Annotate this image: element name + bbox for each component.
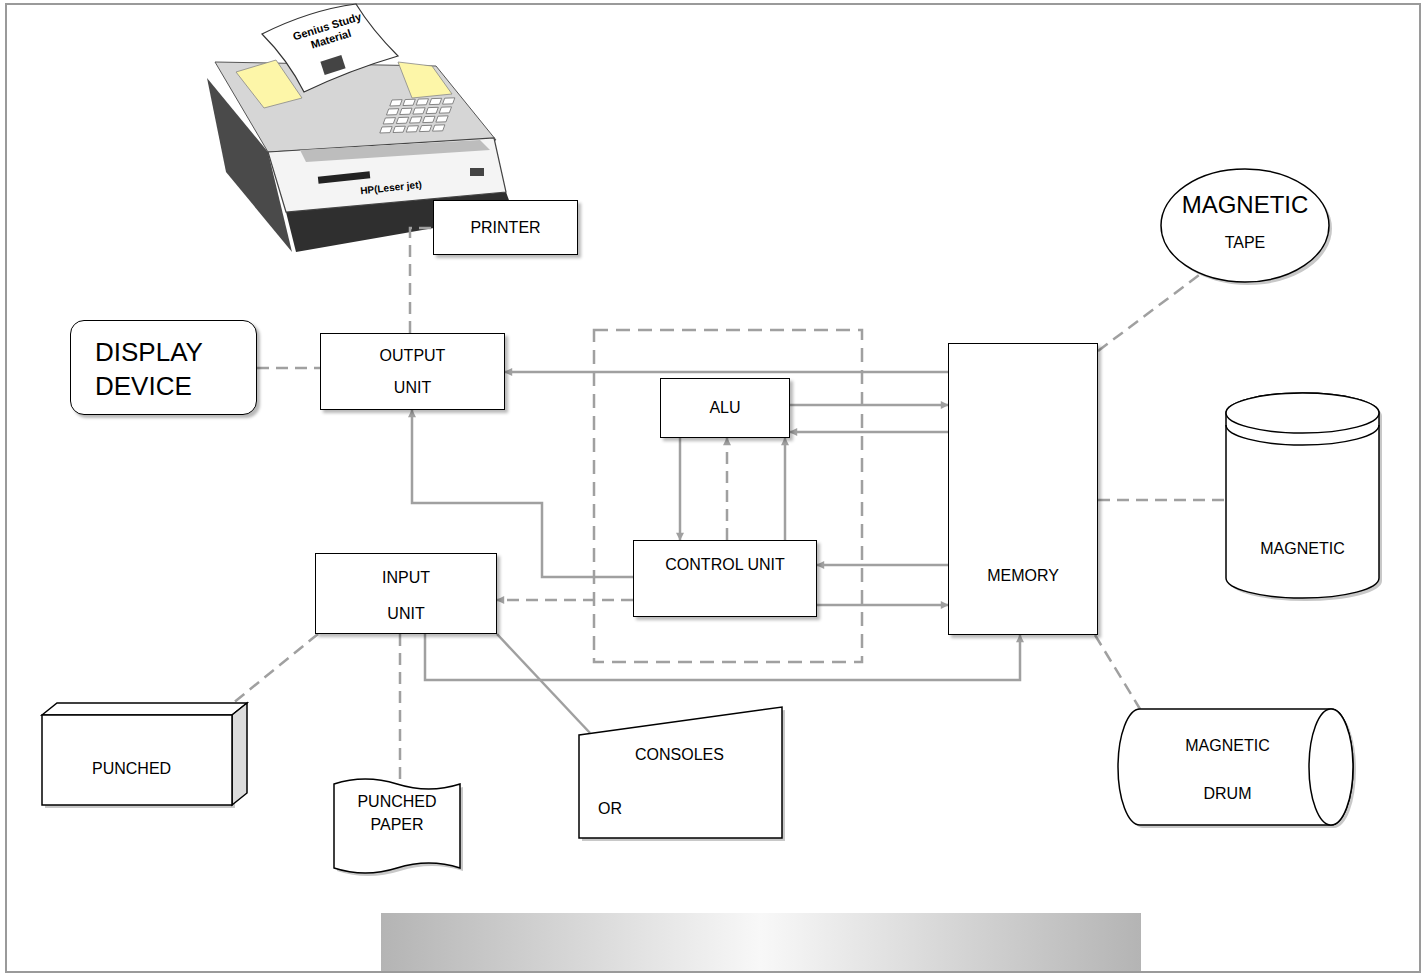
connector-line	[497, 634, 590, 733]
storage-ellipse: MAGNETICTAPE	[1160, 168, 1330, 283]
node-text: ALU	[709, 398, 740, 418]
connector-line	[497, 599, 633, 602]
node-text: DISPLAY DEVICE	[95, 335, 245, 403]
node-text: PUNCHED PAPER	[352, 790, 442, 836]
paper-logo	[320, 55, 345, 75]
unit-box: OUTPUT UNIT	[320, 333, 505, 410]
connector-line	[399, 634, 402, 784]
cylinder-top	[1226, 393, 1379, 433]
drum-body	[1118, 709, 1353, 825]
node-text: CONSOLES OR	[598, 728, 728, 836]
box-side	[232, 703, 247, 805]
printer-tray	[398, 62, 452, 98]
cylinder-body	[1226, 393, 1379, 598]
node-text: INPUT UNIT	[366, 560, 446, 632]
node-text: MEMORY	[987, 566, 1059, 586]
paper-outline	[334, 779, 460, 873]
connector-line	[425, 634, 1020, 680]
connector-line	[679, 438, 682, 540]
footer-bar	[381, 913, 1141, 971]
node-outline	[1225, 393, 1380, 598]
connector-line	[817, 564, 948, 567]
unit-box: CONTROL UNIT	[633, 540, 817, 617]
node-text: PRINTER	[470, 218, 540, 238]
node-text: TAPE	[1225, 220, 1266, 266]
connector-line	[412, 410, 633, 577]
connector-line	[1098, 499, 1226, 502]
printer-keypad	[380, 98, 455, 133]
node-text: MAGNETIC DRUM	[1178, 722, 1278, 818]
card-block: PUNCHED	[42, 703, 247, 805]
node-outline	[578, 706, 783, 839]
console-shape: CONSOLES OR	[578, 706, 783, 839]
drum-cylinder: MAGNETIC DRUM	[1118, 708, 1353, 826]
node-text: MAGNETIC	[1260, 539, 1344, 559]
page-border	[6, 4, 1420, 972]
connector-line	[790, 431, 948, 434]
connector-line	[784, 438, 787, 540]
printer-display	[318, 171, 370, 183]
connector-line	[505, 371, 948, 374]
connector-line	[790, 404, 948, 407]
printer-paper	[262, 4, 398, 92]
connector-line	[1095, 635, 1140, 709]
drum-end	[1309, 709, 1353, 825]
connector-line	[1098, 274, 1201, 351]
printer-button	[470, 168, 484, 176]
node-outline	[1160, 168, 1330, 283]
unit-box: INPUT UNIT	[315, 553, 497, 634]
printer-slot	[300, 140, 490, 162]
device-label-box: PRINTER	[433, 200, 578, 255]
node-text: OUTPUT UNIT	[368, 340, 458, 404]
connector-line	[410, 228, 433, 333]
output-device-box: DISPLAY DEVICE	[70, 320, 257, 415]
paper-tape-shape: PUNCHED PAPER	[333, 778, 461, 878]
node-text: CONTROL UNIT	[665, 555, 784, 575]
node-text: PUNCHED	[92, 759, 171, 779]
box-front	[42, 715, 232, 805]
box-top	[42, 703, 247, 715]
connector-line	[232, 634, 318, 704]
connector-line	[257, 367, 320, 370]
ellipse-outline	[1161, 169, 1329, 282]
disk-cylinder: MAGNETIC	[1225, 393, 1380, 598]
connector-line	[726, 438, 729, 540]
cpu-dashed-frame	[594, 330, 862, 662]
node-outline	[42, 703, 247, 805]
node-text: MAGNETIC	[1182, 190, 1309, 220]
unit-box: ALU	[660, 378, 790, 438]
node-outline	[1118, 708, 1353, 826]
cylinder-ring	[1226, 425, 1379, 445]
console-outline	[579, 707, 782, 838]
connector-line	[817, 604, 948, 607]
memory-box: MEMORY	[948, 343, 1098, 635]
